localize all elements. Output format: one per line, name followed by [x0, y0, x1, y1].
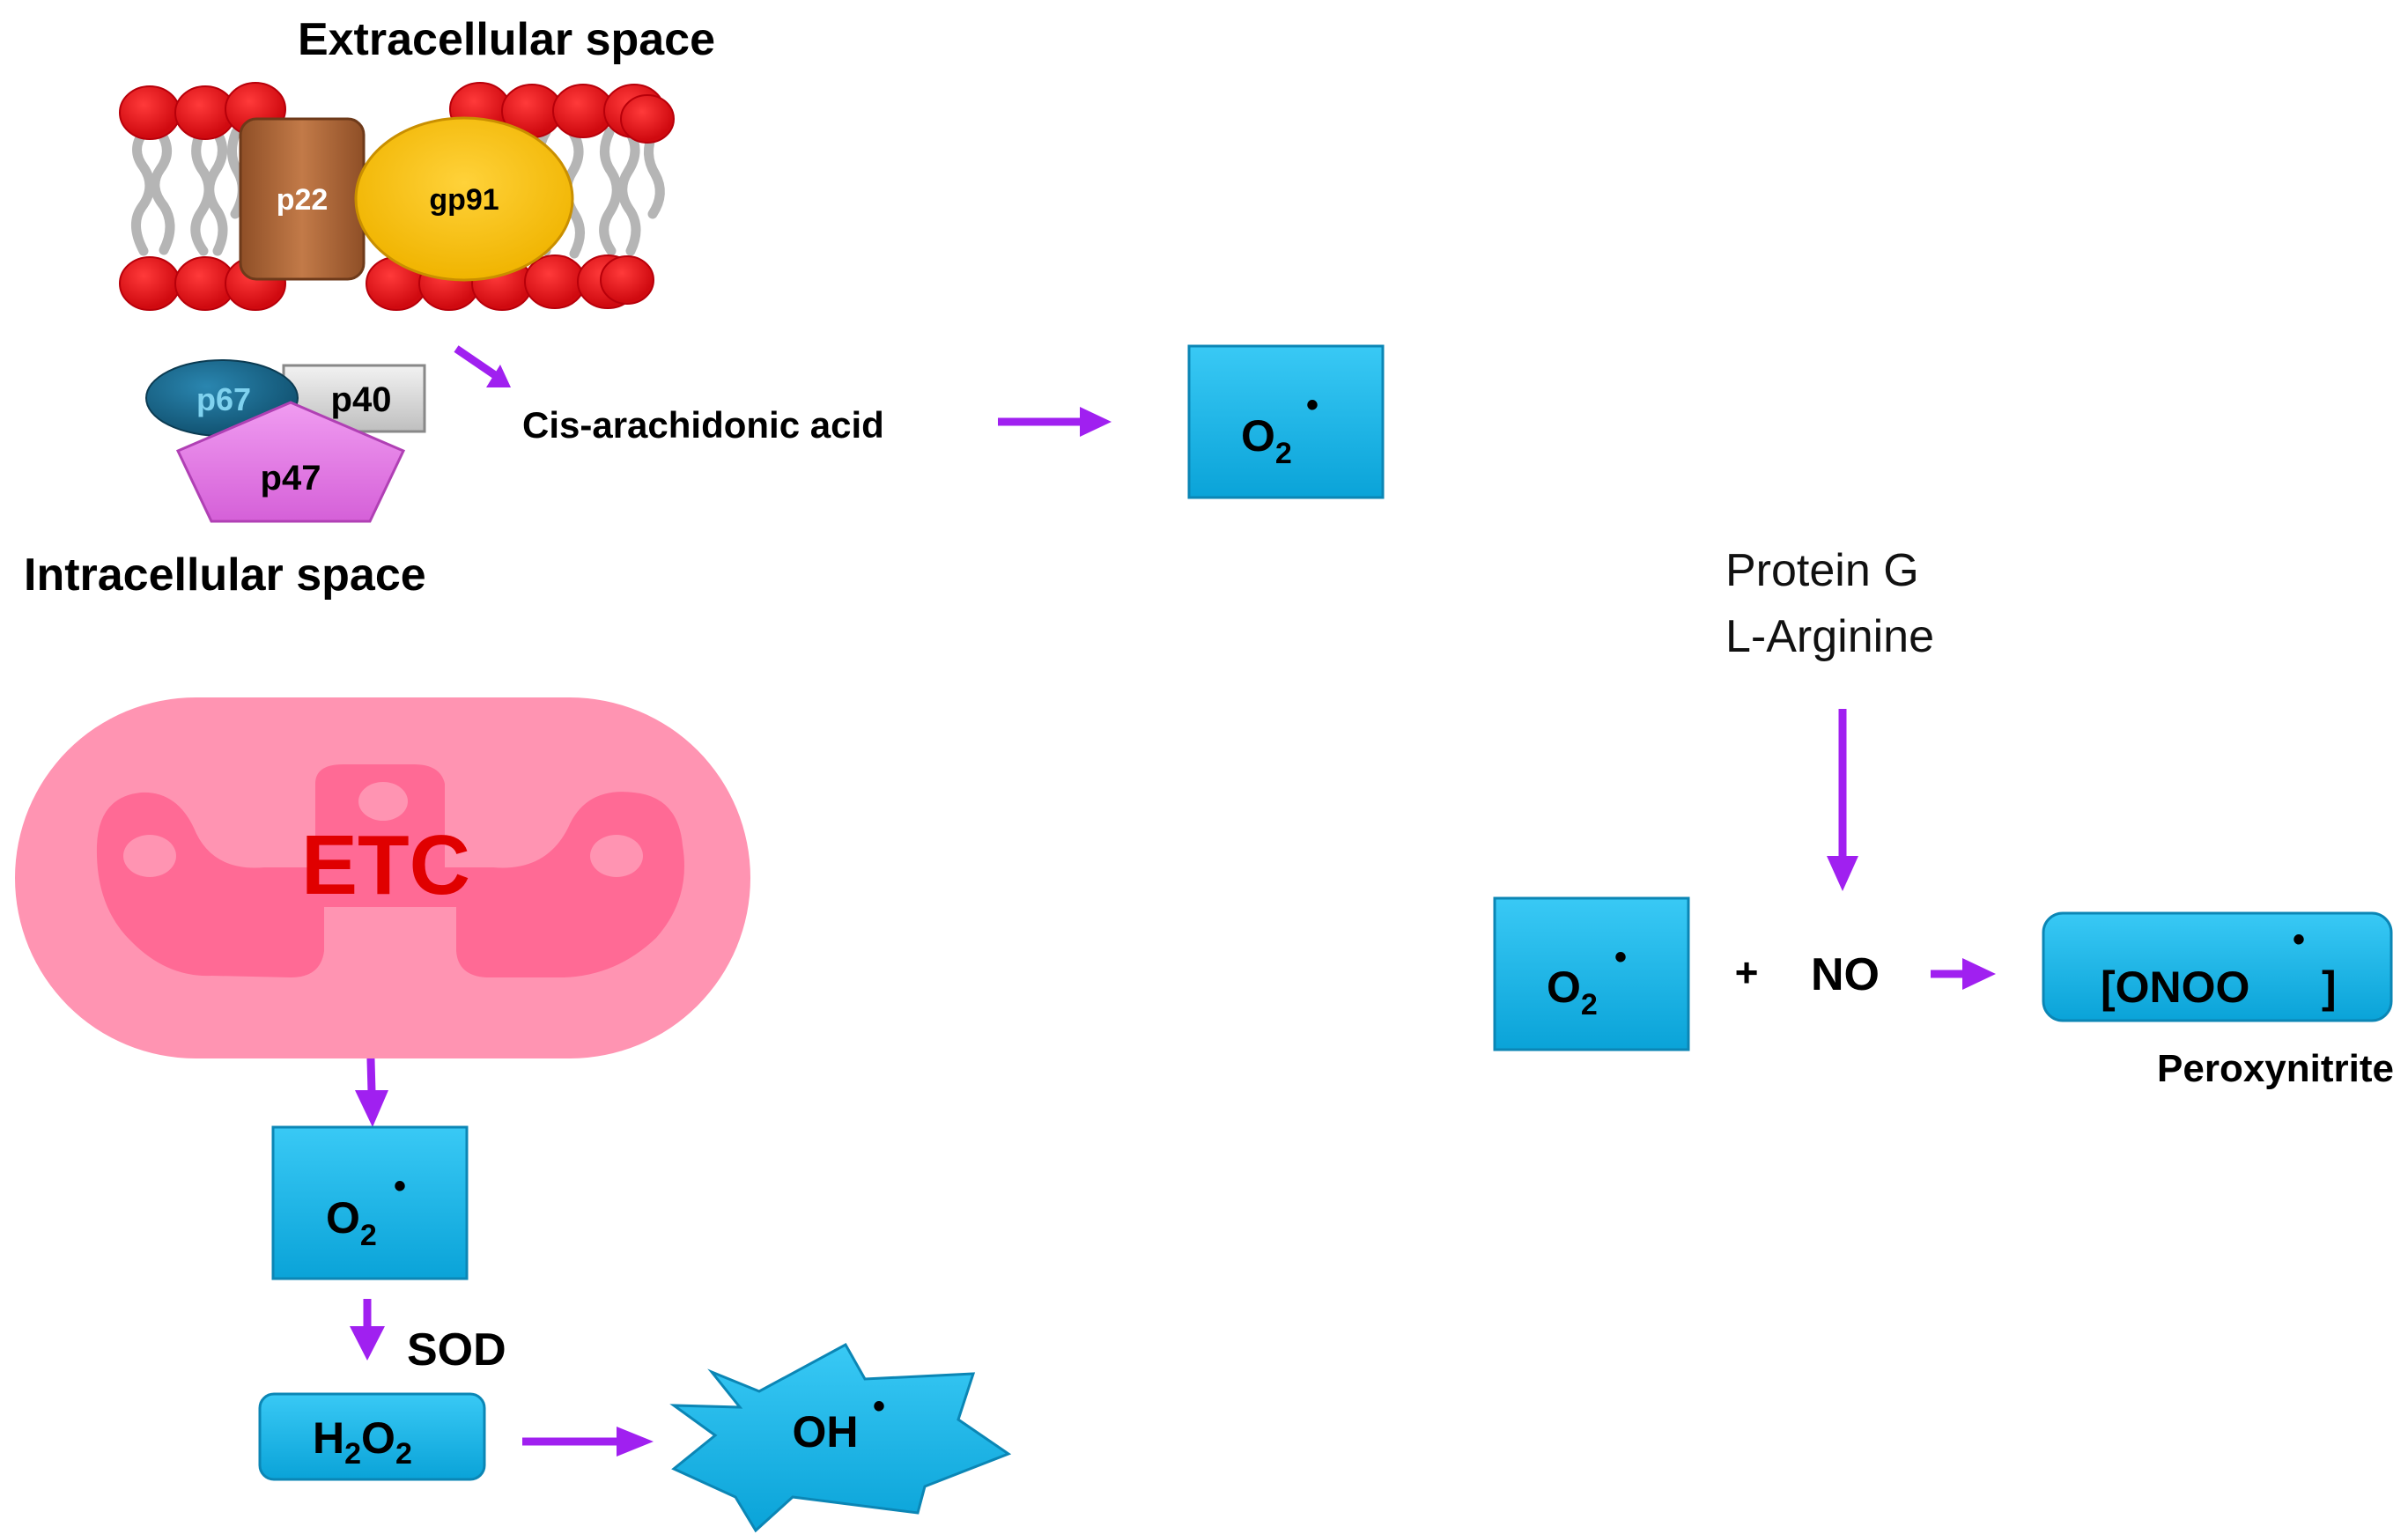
- plus-sign: +: [1735, 949, 1759, 995]
- superoxide-symbol: O: [1547, 962, 1581, 1012]
- superoxide-subscript: 2: [1275, 437, 1292, 470]
- peroxynitrite-bracket: ]: [2322, 962, 2337, 1012]
- radical-dot: •: [1306, 386, 1318, 424]
- gp91-label: gp91: [429, 183, 499, 217]
- svg-text:O2: O2: [1547, 962, 1598, 1021]
- arrow-no-to-peroxynitrite: [1931, 958, 1996, 990]
- superoxide-symbol: O: [1241, 411, 1275, 461]
- mitochondrion-inner: [96, 764, 685, 977]
- superoxide-symbol: O: [326, 1193, 360, 1243]
- radical-dot: •: [1614, 938, 1627, 977]
- superoxide-box-mito: O2 •: [271, 1125, 469, 1280]
- hydroxyl-formula: OH: [793, 1407, 859, 1457]
- gp91-protein: [354, 116, 574, 282]
- p47-label: p47: [261, 459, 321, 498]
- etc-label: ETC: [301, 818, 470, 912]
- p67-label: p67: [196, 381, 251, 417]
- svg-text:O2: O2: [326, 1193, 377, 1252]
- svg-text:O2: O2: [1241, 411, 1292, 470]
- svg-text:H2O2: H2O2: [313, 1413, 412, 1471]
- protein-g-label: Protein G: [1725, 545, 1919, 596]
- crista-top: [358, 782, 408, 821]
- lipid-heads-top: [119, 82, 675, 144]
- radical-dot: •: [394, 1167, 406, 1206]
- l-arginine-label: L-Arginine: [1725, 611, 1934, 662]
- radical-dot: •: [873, 1387, 885, 1426]
- extracellular-space-label: Extracellular space: [298, 14, 715, 65]
- intracellular-space-label: Intracellular space: [24, 549, 426, 601]
- sod-label: SOD: [407, 1324, 506, 1375]
- peroxynitrite-box: [ONOO ] •: [2042, 911, 2393, 1022]
- arrow-oxidase-to-cis-acid: [454, 345, 511, 387]
- p22-label: p22: [277, 183, 329, 217]
- crista-right: [590, 835, 643, 877]
- cis-arachidonic-acid-label: Cis-arachidonic acid: [522, 404, 884, 446]
- mitochondrion: ETC: [15, 697, 750, 1058]
- cytosolic-subunits: p40 p67 p47: [145, 359, 426, 523]
- nitric-oxide-label: NO: [1811, 949, 1880, 1000]
- radical-dot: •: [2293, 920, 2305, 959]
- crista-left: [123, 835, 176, 877]
- h2o2-box: H2O2: [258, 1392, 486, 1481]
- arrow-h2o2-to-hydroxyl: [522, 1427, 654, 1457]
- superoxide-subscript: 2: [360, 1219, 377, 1252]
- hydroxyl-radical-star: OH •: [669, 1342, 1012, 1533]
- superoxide-box-top: O2 •: [1187, 344, 1385, 499]
- arrow-superoxide-to-h2o2: [350, 1299, 385, 1361]
- p40-label: p40: [331, 380, 392, 419]
- superoxide-box-right: O2 •: [1493, 896, 1690, 1051]
- superoxide-subscript: 2: [1581, 988, 1598, 1021]
- arrow-cis-acid-to-superoxide: [998, 407, 1112, 437]
- peroxynitrite-label: Peroxynitrite: [2157, 1047, 2394, 1090]
- arrow-protein-g-to-no: [1827, 709, 1858, 891]
- lipid-heads-bottom: [119, 254, 654, 311]
- cell-membrane: p22 gp91: [119, 82, 675, 311]
- peroxynitrite-formula: [ONOO: [2101, 962, 2249, 1012]
- p47-protein: [175, 401, 406, 523]
